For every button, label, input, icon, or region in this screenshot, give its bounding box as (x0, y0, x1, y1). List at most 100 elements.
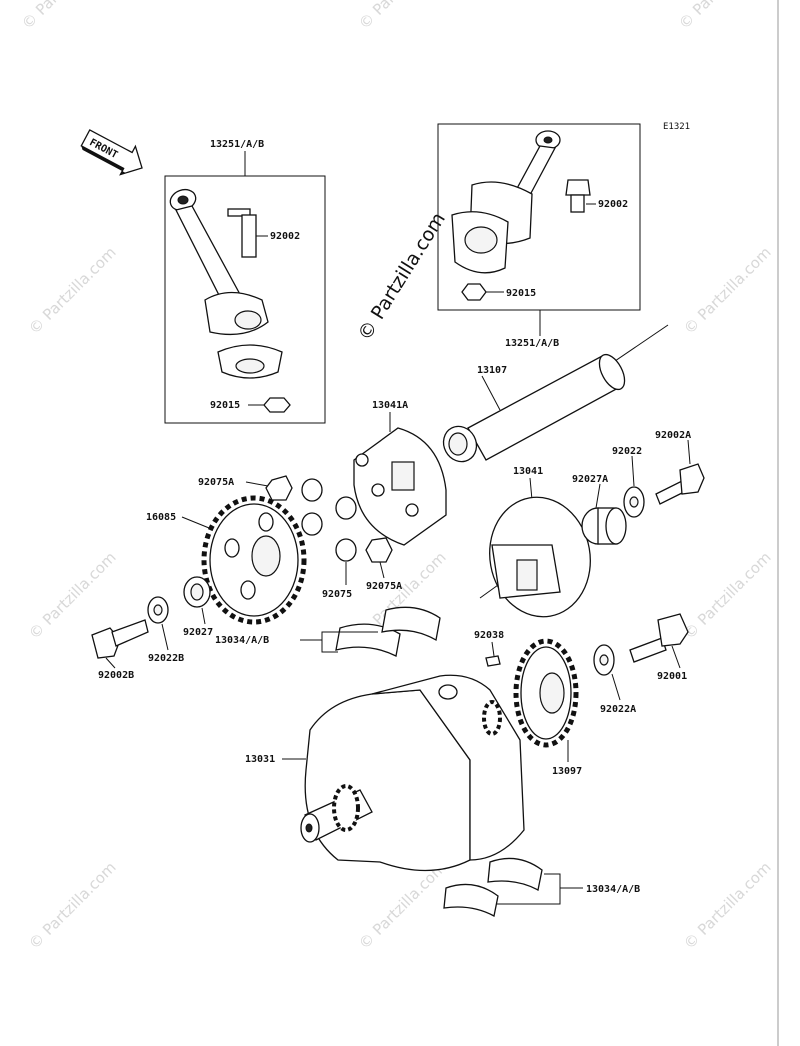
big-end-bore (464, 226, 498, 254)
leader-line (631, 455, 635, 487)
small-end-bore (177, 195, 189, 205)
label-bolt-left: 92002 (270, 231, 300, 242)
front-arrow-icon: FRONT (80, 129, 143, 176)
small-end-bore (543, 136, 553, 144)
label-nut-right: 92015 (506, 288, 536, 299)
label-washer-lower-right: 92022A (600, 704, 636, 715)
leader-line (300, 631, 378, 653)
bearing-upper-set: 13034/A/B (215, 606, 441, 657)
leader-line (595, 483, 601, 509)
callout-frame (437, 123, 641, 311)
leader-line (529, 477, 533, 501)
watermark: © Partzilla.com (25, 243, 120, 338)
label-dowel-bottom: 92075A (366, 581, 402, 592)
nut-left (263, 397, 291, 413)
left-fasteners: 92027 92022B 92002B (91, 576, 213, 681)
bolt-head-lower-right (657, 613, 689, 647)
leader-line (379, 561, 385, 579)
leader-line (245, 481, 269, 487)
label-crankshaft: 13031 (245, 754, 275, 765)
hub-bore (391, 461, 415, 491)
label-coupling-hub: 13041A (372, 400, 408, 411)
label-bolt-right: 92002 (598, 199, 628, 210)
crank-pin-hole (438, 684, 458, 700)
gear-bore (251, 535, 281, 577)
bearing-shell (487, 857, 543, 891)
gear-hole (258, 512, 274, 532)
leader-line (671, 645, 681, 669)
collar-bore (190, 583, 204, 601)
damper-rubber (335, 538, 357, 562)
conrod-assembly-left: 13251/A/B 92002 92015 (164, 139, 326, 424)
nut-right (461, 283, 487, 301)
label-key: 92038 (474, 630, 504, 641)
label-conrod-assy-left: 13251/A/B (210, 139, 264, 150)
coupling-bore (516, 559, 538, 591)
conrod-assembly-right: 13251/A/B 92002 92015 (437, 123, 641, 349)
right-lower-fasteners: 92022A 92001 (593, 613, 689, 715)
rod-beam (175, 205, 243, 306)
label-bearing-lower: 13034/A/B (586, 884, 640, 895)
leader-line (481, 375, 501, 411)
leader-line (105, 657, 116, 669)
label-washer-upper-right: 92022 (612, 446, 642, 457)
damper-rubber (335, 496, 357, 520)
right-upper-fasteners: 92027A 92022 92002A (572, 430, 705, 545)
hub-pin (355, 453, 369, 467)
crank-spline (482, 700, 502, 736)
label-damper-gear: 16085 (146, 512, 176, 523)
washer-bore (599, 654, 609, 666)
watermark: © Partzilla.com (25, 548, 120, 643)
label-bolt-lower-left: 92002B (98, 670, 134, 681)
leader-line (161, 623, 169, 651)
bolt-head-upper-right (679, 463, 705, 495)
label-nut-left: 92015 (210, 400, 240, 411)
label-bolt-upper-right: 92002A (655, 430, 691, 441)
watermark: © Partzilla.com (680, 858, 775, 953)
label-bearing-upper: 13034/A/B (215, 635, 269, 646)
dowel-bottom (365, 537, 393, 563)
damper-rubber (301, 478, 323, 502)
damper-set: 92075A 92075 92075A (198, 475, 402, 600)
label-damper: 92075 (322, 589, 352, 600)
label-washer-left: 92022B (148, 653, 184, 664)
bearing-shell (443, 883, 499, 917)
washer-bore (153, 604, 163, 616)
big-end-bore (234, 310, 262, 330)
damper-gear: 16085 (146, 495, 307, 625)
leader-line (201, 607, 206, 625)
leader-line (687, 439, 691, 465)
watermark: © Partzilla.com (680, 548, 775, 643)
bolt-shank (570, 194, 585, 213)
gear-hole (240, 580, 256, 600)
coupling: 13041 (479, 466, 591, 618)
watermark: © Partzilla.com (25, 858, 120, 953)
leader-line (496, 873, 583, 905)
bolt-head (565, 179, 591, 196)
leader-line (611, 673, 621, 701)
label-coupling: 13041 (513, 466, 543, 477)
collar-face (605, 507, 627, 545)
label-dowel-top: 92075A (198, 477, 234, 488)
shaft: 13107 (442, 324, 669, 463)
bearing-shell (381, 606, 441, 642)
gear-hole (224, 538, 240, 558)
leader-line (491, 641, 495, 657)
watermark-center: © Partzilla.com (354, 209, 450, 345)
sprocket-bore (539, 672, 565, 714)
watermark: © Partzilla.com (355, 0, 450, 33)
crank-gear (332, 784, 360, 832)
bolt-shank-lower-right (629, 637, 667, 663)
label-sprocket: 13097 (552, 766, 582, 777)
shaft-end (598, 353, 626, 391)
damper-rubber (301, 512, 323, 536)
label-collar-right: 92027A (572, 474, 608, 485)
dowel-top (265, 475, 293, 501)
label-shaft: 13107 (477, 365, 507, 376)
crankshaft: 13031 (245, 674, 525, 872)
woodruff-key (485, 655, 501, 667)
hub-pin (405, 503, 419, 517)
washer-bore (629, 496, 639, 508)
journal-bore (305, 823, 313, 833)
